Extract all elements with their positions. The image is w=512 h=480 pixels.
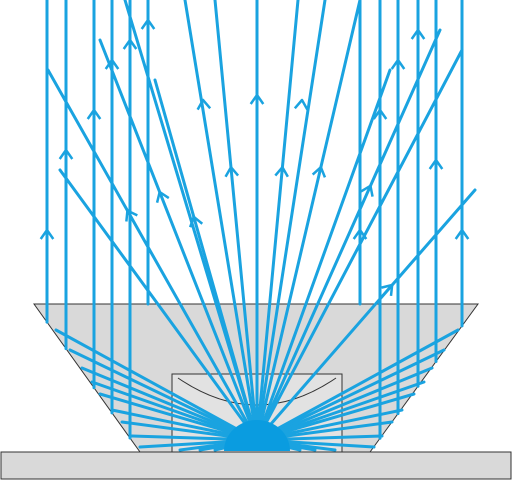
arrow-up-icon — [122, 38, 138, 50]
arrow-up-icon — [293, 98, 309, 111]
ray-diagonal-42 — [255, 28, 442, 442]
arrow-up-icon — [125, 209, 138, 222]
arrow-up-icon — [104, 58, 120, 70]
ray-diagonal-40 — [255, 0, 362, 442]
ray-diagonal-36 — [213, 0, 259, 442]
ray-segment-8 — [54, 328, 259, 442]
light-source — [224, 420, 290, 451]
ray-diagonal-39 — [255, 0, 327, 442]
ray-segment-17 — [255, 328, 460, 442]
arrow-up-icon — [311, 165, 327, 178]
arrow-up-icon — [58, 148, 74, 160]
ray-diagonal-34 — [153, 78, 259, 442]
arrow-up-icon — [188, 215, 204, 228]
arrow-up-icon — [196, 98, 212, 111]
arrow-up-icon — [390, 58, 406, 70]
arrow-up-icon — [140, 18, 156, 30]
arrow-up-icon — [249, 93, 265, 105]
arrow-up-icon — [86, 108, 102, 120]
arrow-up-icon — [155, 190, 170, 203]
ray-diagonal-43 — [255, 48, 464, 442]
arrow-up-icon — [381, 283, 394, 297]
arrow-up-icon — [410, 28, 426, 40]
base-plate — [0, 451, 512, 480]
arrow-up-icon — [454, 228, 470, 240]
arrow-up-icon — [39, 228, 55, 240]
ray-diagonal-30 — [46, 68, 259, 442]
arrow-up-icon — [224, 165, 240, 178]
ray-diagonal-38 — [255, 0, 300, 442]
ray-segment-15 — [255, 366, 434, 442]
ray-diagonal-35 — [183, 0, 259, 442]
ray-segment-16 — [255, 348, 446, 442]
arrow-up-icon — [428, 158, 444, 170]
ray-segment-7 — [68, 348, 259, 442]
arrow-up-icon — [274, 165, 289, 178]
arrow-up-icon — [372, 108, 388, 120]
ray-segment-14 — [255, 380, 426, 442]
ray-segment-5 — [90, 380, 259, 442]
ray-diagonal-31 — [58, 168, 259, 442]
arrow-up-icon — [360, 184, 374, 197]
ray-diagonal-32 — [98, 38, 259, 442]
ray-diagonal-41 — [255, 68, 392, 442]
ray-diagonal-44 — [255, 188, 477, 442]
